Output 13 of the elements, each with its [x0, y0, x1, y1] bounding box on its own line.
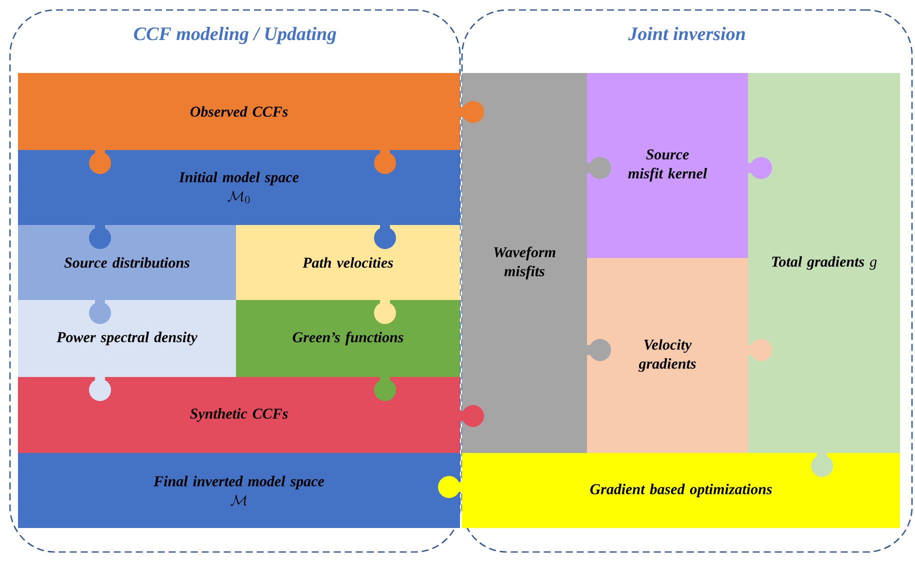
puzzle-piece: Initial model space $\mathcal{M}_0$	[18, 150, 460, 225]
puzzle-piece: Green’s functions	[236, 300, 460, 377]
puzzle-piece: Velocity gradients	[587, 258, 748, 453]
puzzle-piece: Final inverted model space $\mathcal{M}$	[18, 453, 460, 528]
puzzle-piece: Waveform misfits	[462, 73, 587, 453]
puzzle-piece: Synthetic CCFs	[18, 377, 460, 453]
puzzle-piece: Path velocities	[236, 225, 460, 300]
puzzle-piece: Observed CCFs	[18, 73, 460, 150]
puzzle-piece: Source distributions	[18, 225, 236, 300]
puzzle-piece: Source misfit kernel	[587, 73, 748, 258]
puzzle-piece: Power spectral density	[18, 300, 236, 377]
puzzle-piece: Total gradients $\mathit{g}$	[748, 73, 900, 453]
puzzle-piece: Gradient based optimizations	[462, 453, 900, 528]
